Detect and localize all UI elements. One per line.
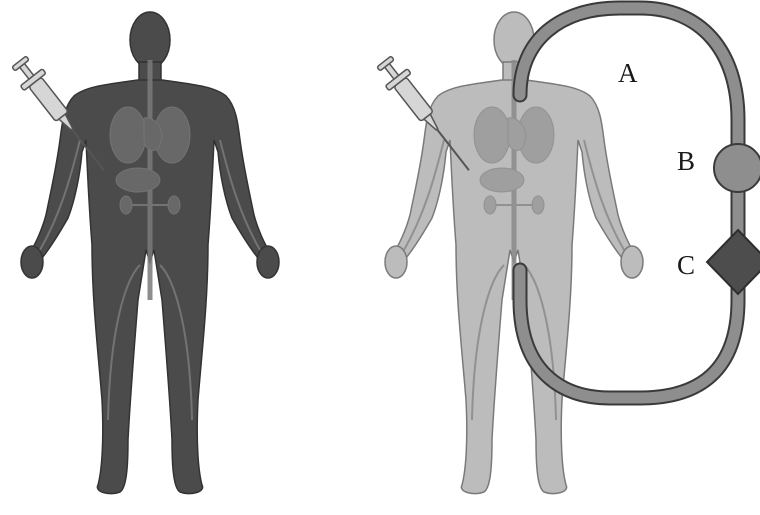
label-c: C <box>677 252 695 279</box>
human-figure-dark <box>21 12 279 494</box>
label-b: B <box>677 148 695 175</box>
component-c-device <box>707 230 760 294</box>
component-b-pump <box>714 144 760 192</box>
label-a: A <box>618 60 638 87</box>
